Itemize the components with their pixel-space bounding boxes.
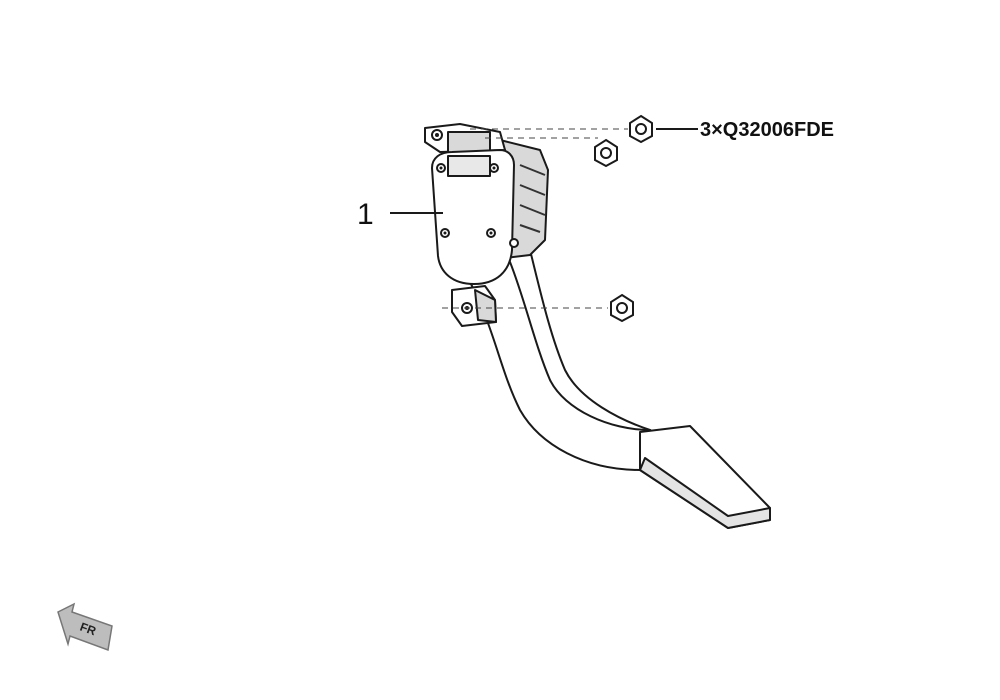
pedal-sensor-housing (424, 123, 549, 327)
hex-nut-icon (610, 293, 634, 323)
callout-label-item-1: 1 (357, 198, 374, 231)
pedal-pad (639, 425, 771, 529)
callout-label-fastener: 3×Q32006FDE (700, 119, 834, 141)
hex-nut-icon (629, 114, 653, 144)
alignment-lines (442, 128, 628, 309)
hex-nut-icon (594, 138, 618, 168)
front-direction-arrow-icon (57, 602, 113, 652)
